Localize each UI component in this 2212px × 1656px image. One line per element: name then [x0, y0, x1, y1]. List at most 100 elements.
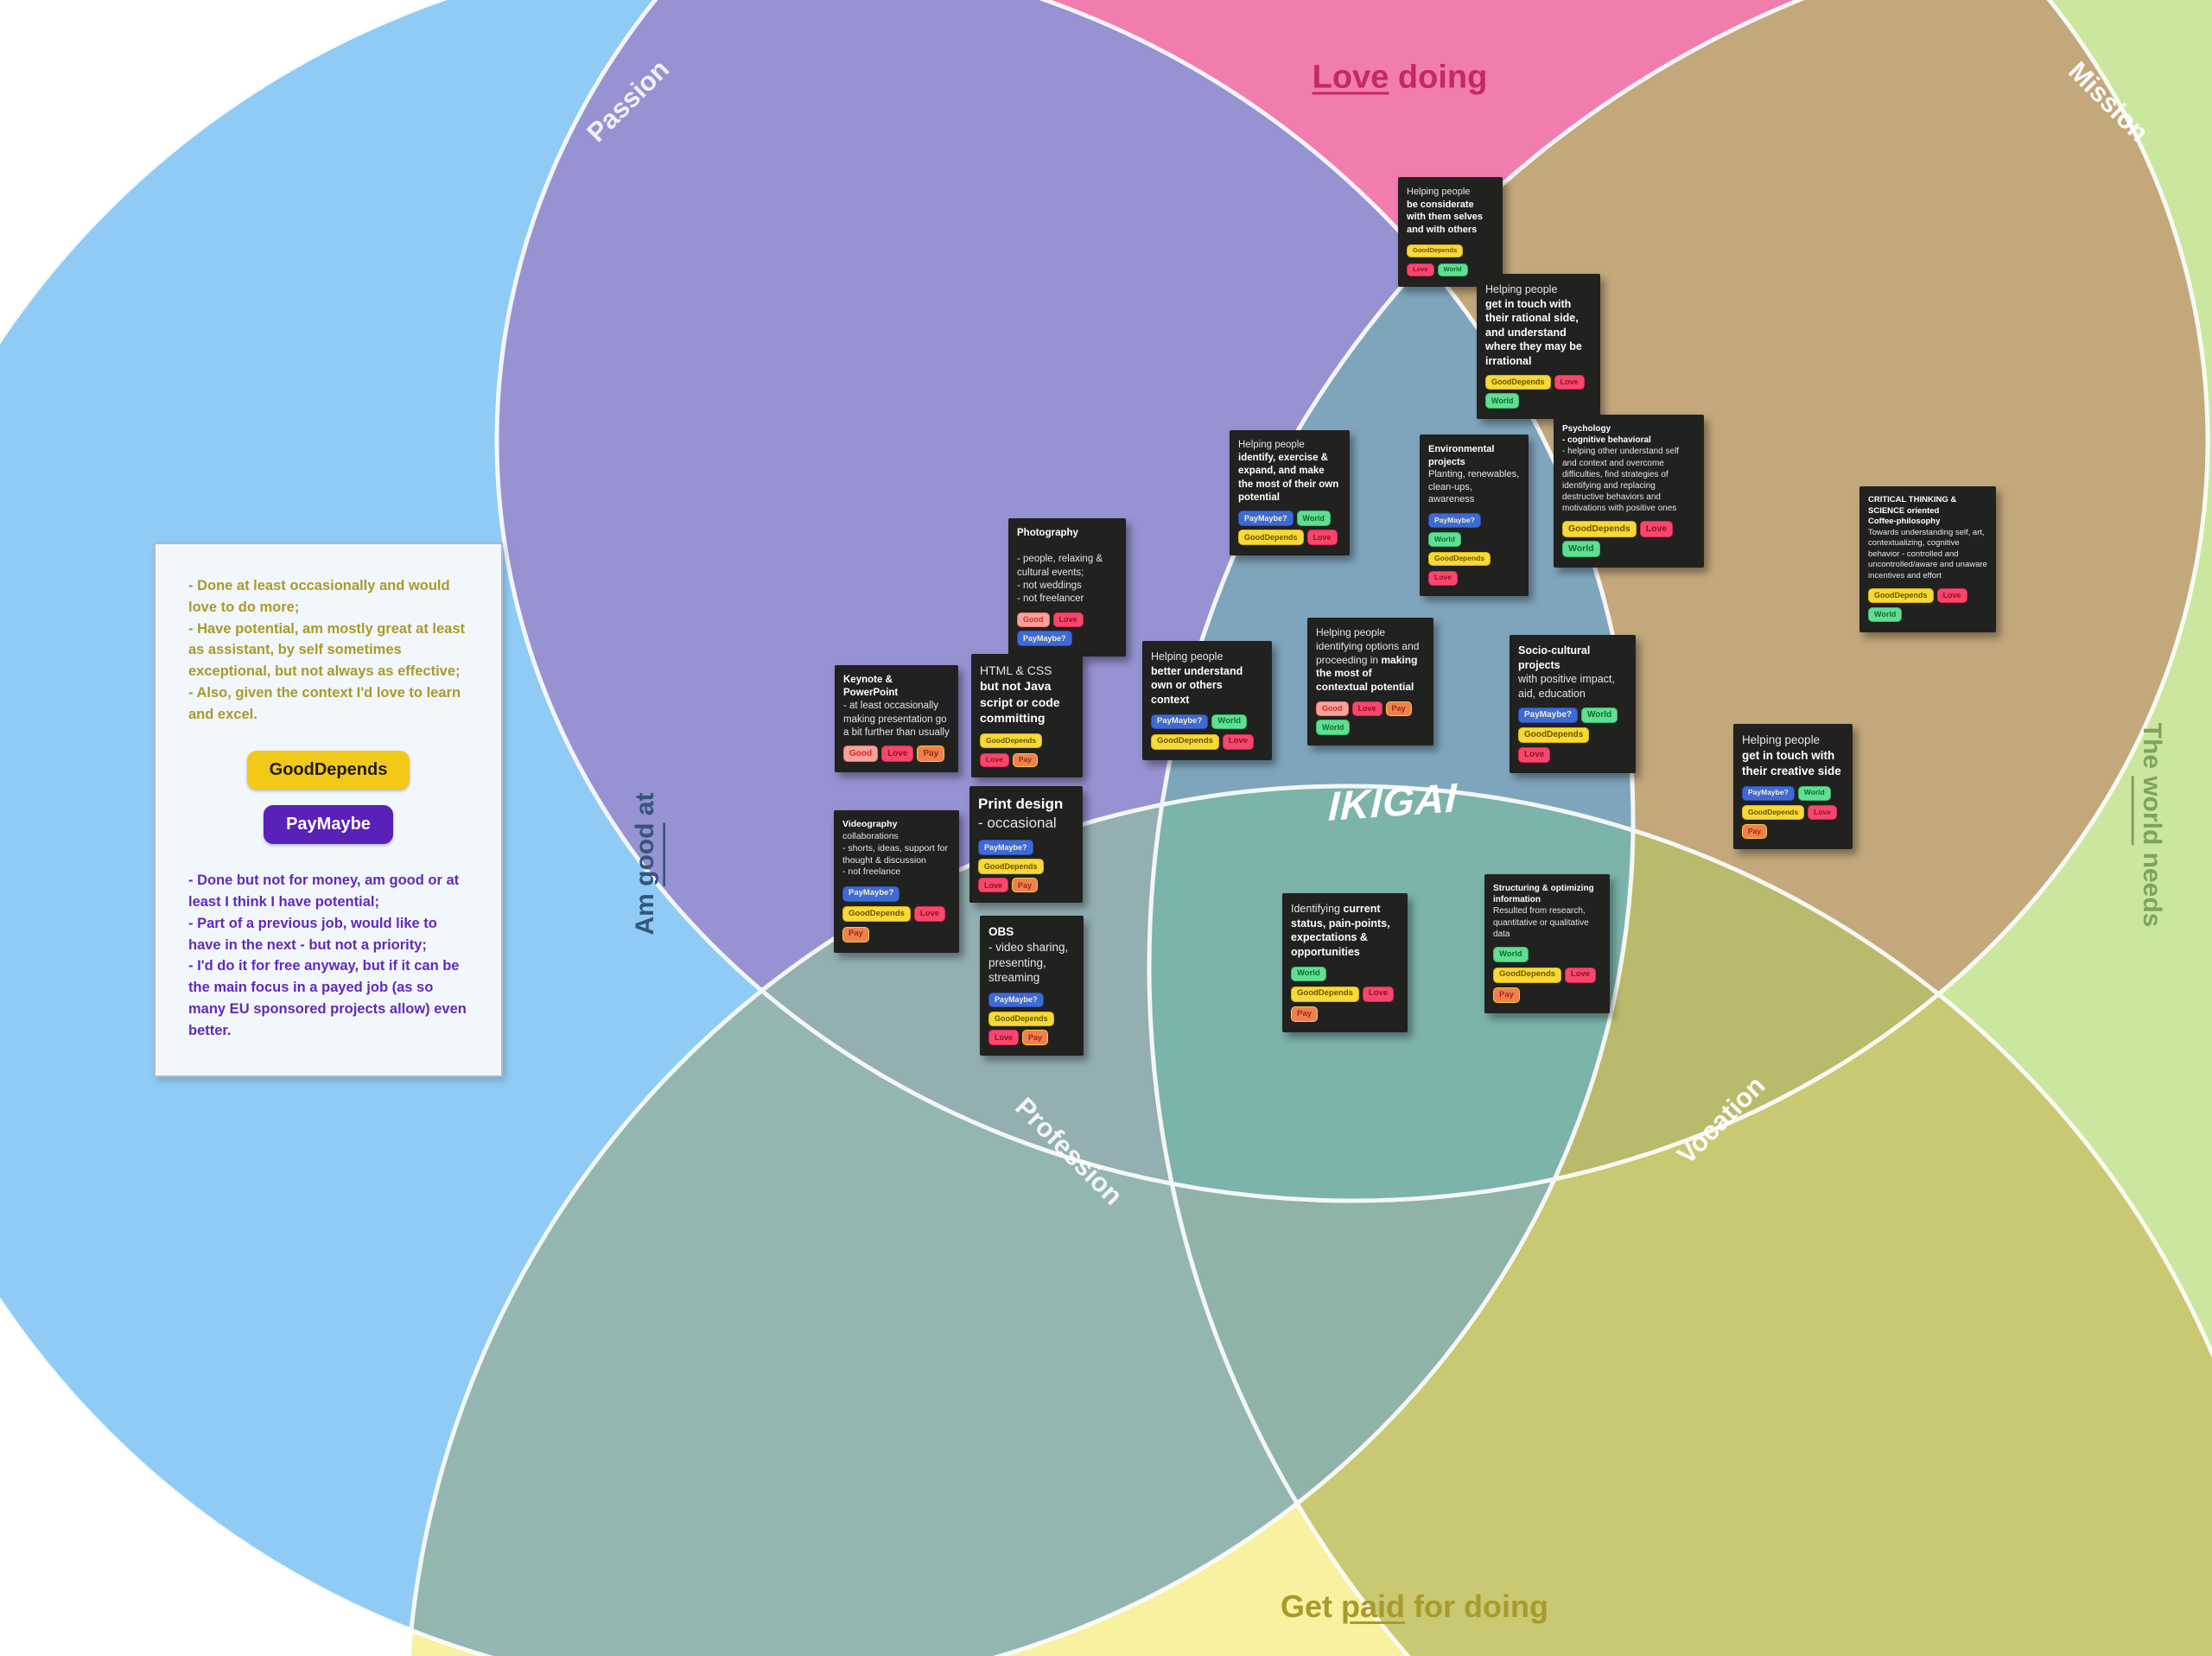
tag-paymaybe[interactable]: PayMaybe? [1518, 707, 1579, 723]
tag-paymaybe[interactable]: PayMaybe? [1428, 513, 1481, 528]
tag-love[interactable]: Love [1362, 986, 1395, 1002]
tag-world[interactable]: World [1562, 540, 1600, 557]
sticky-card-considerate[interactable]: Helping people be considerate with them … [1398, 177, 1503, 288]
tag-pay[interactable]: Pay [1742, 824, 1768, 840]
tag-paymaybe[interactable]: PayMaybe? [842, 885, 900, 902]
tag-love[interactable]: Love [1052, 612, 1084, 627]
tag-love[interactable]: Love [1518, 746, 1551, 763]
tag-world[interactable]: World [1485, 393, 1520, 409]
tag-world[interactable]: World [1211, 714, 1248, 730]
tag-love[interactable]: Love [980, 752, 1009, 768]
tag-paymaybe[interactable]: PayMaybe? [1151, 714, 1209, 730]
tag-love[interactable]: Love [1222, 733, 1255, 750]
sticky-card-html-css[interactable]: HTML & CSS but not Java script or code c… [971, 654, 1083, 778]
tag-paymaybe[interactable]: PayMaybe? [978, 840, 1033, 855]
tag-world[interactable]: World [1437, 263, 1468, 277]
tag-pay[interactable]: Pay [1012, 752, 1038, 768]
tag-love[interactable]: Love [1564, 967, 1597, 983]
tag-love[interactable]: Love [1351, 701, 1382, 716]
sticky-card-creative-side[interactable]: Helping people get in touch with their c… [1733, 724, 1853, 850]
tag-gooddepends[interactable]: GoodDepends [978, 859, 1044, 874]
tag-gooddepends[interactable]: GoodDepends [1562, 520, 1637, 537]
tag-world[interactable]: World [1291, 966, 1326, 982]
sticky-card-structuring-information[interactable]: Structuring & optimizing information Res… [1484, 874, 1610, 1014]
tag-paymaybe[interactable]: PayMaybe? [988, 992, 1044, 1008]
tag-world[interactable]: World [1296, 511, 1331, 526]
tag-pay[interactable]: Pay [1022, 1030, 1049, 1045]
tag-gooddepends[interactable]: GoodDepends [1291, 986, 1359, 1002]
card-text: Socio-cultural projects with positive im… [1518, 644, 1615, 700]
sticky-card-keynote-powerpoint[interactable]: Keynote & PowerPoint - at least occasion… [835, 665, 958, 772]
sticky-card-critical-thinking[interactable]: CRITICAL THINKING & SCIENCE oriented Cof… [1859, 486, 1996, 632]
sticky-card-contextual-potential[interactable]: Helping people identifying options and p… [1307, 618, 1433, 746]
tag-gooddepends[interactable]: GoodDepends [842, 906, 911, 923]
tag-pay[interactable]: Pay [917, 746, 945, 762]
tag-love[interactable]: Love [988, 1030, 1020, 1045]
tag-world[interactable]: World [1428, 532, 1461, 548]
sticky-card-socio-cultural[interactable]: Socio-cultural projects with positive im… [1510, 635, 1636, 773]
tag-paymaybe[interactable]: PayMaybe? [1238, 511, 1294, 526]
tag-world[interactable]: World [1493, 947, 1529, 963]
sticky-card-identify-expand[interactable]: Helping people identify, exercise & expa… [1230, 430, 1350, 555]
gooddepends-button[interactable]: GoodDepends [246, 751, 410, 790]
tag-love[interactable]: Love [1808, 805, 1837, 820]
tag-gooddepends[interactable]: GoodDepends [988, 1011, 1054, 1026]
tag-paymaybe[interactable]: PayMaybe? [1017, 631, 1072, 646]
tag-row: World [1493, 946, 1601, 966]
sticky-card-photography[interactable]: Photography - people, relaxing & cultura… [1008, 518, 1126, 657]
tag-gooddepends[interactable]: GoodDepends [1868, 587, 1934, 604]
tag-world[interactable]: World [1868, 606, 1903, 622]
sticky-card-print-design[interactable]: Print design - occasional PayMaybe? GoodD… [969, 786, 1083, 904]
tag-pay[interactable]: Pay [1493, 987, 1520, 1004]
sticky-card-videography[interactable]: Videography collaborations - shorts, ide… [834, 810, 959, 953]
tag-love[interactable]: Love [1554, 374, 1585, 390]
tag-world[interactable]: World [1797, 785, 1831, 801]
tag-pay[interactable]: Pay [1291, 1006, 1318, 1023]
tag-gooddepends[interactable]: GoodDepends [1428, 551, 1491, 567]
sticky-card-psychology[interactable]: Psychology - cognitive behavioral - help… [1554, 415, 1704, 568]
sticky-card-current-status[interactable]: Identifying current status, pain-points,… [1282, 893, 1408, 1033]
card-text: Print design - occasional [978, 796, 1064, 832]
tag-pay[interactable]: Pay [842, 926, 869, 942]
tag-love[interactable]: Love [978, 878, 1009, 893]
tag-gooddepends[interactable]: GoodDepends [1407, 244, 1464, 258]
tag-gooddepends[interactable]: GoodDepends [1742, 805, 1805, 820]
card-text: Helping people identifying options and p… [1316, 626, 1420, 694]
sticky-card-rational[interactable]: Helping people get in touch with their r… [1477, 274, 1600, 419]
tag-pay[interactable]: Pay [1012, 878, 1039, 893]
sticky-card-obs[interactable]: OBS - video sharing, presenting, streami… [980, 916, 1084, 1056]
sticky-card-better-understand[interactable]: Helping people better understand own or … [1142, 641, 1272, 760]
tag-gooddepends[interactable]: GoodDepends [1238, 530, 1304, 545]
tag-love[interactable]: Love [1639, 520, 1674, 537]
tag-world[interactable]: World [1581, 707, 1618, 723]
label-love-doing: Love doing [1312, 59, 1488, 96]
tag-love[interactable]: Love [1407, 263, 1434, 277]
tag-good[interactable]: Good [1017, 612, 1050, 627]
tag-gooddepends[interactable]: GoodDepends [1518, 726, 1590, 743]
card-text: Photography - people, relaxing & cultura… [1017, 528, 1103, 604]
tag-pay[interactable]: Pay [1385, 701, 1412, 716]
tag-gooddepends[interactable]: GoodDepends [1151, 733, 1219, 750]
tag-world[interactable]: World [1316, 720, 1351, 735]
tag-good[interactable]: Good [1316, 701, 1349, 716]
tag-good[interactable]: Good [843, 746, 879, 762]
sticky-card-environmental[interactable]: Environmental projects Planting, renewab… [1420, 435, 1529, 596]
tag-gooddepends[interactable]: GoodDepends [1485, 374, 1551, 390]
paymaybe-button[interactable]: PayMaybe [264, 805, 393, 845]
tag-gooddepends[interactable]: GoodDepends [1493, 967, 1561, 983]
tag-love[interactable]: Love [1428, 570, 1458, 586]
tag-love[interactable]: Love [1936, 587, 1967, 604]
tag-love[interactable]: Love [1306, 530, 1338, 545]
tag-love[interactable]: Love [881, 746, 914, 762]
tag-paymaybe[interactable]: PayMaybe? [1742, 785, 1795, 801]
tag-gooddepends[interactable]: GoodDepends [980, 733, 1043, 749]
tag-love[interactable]: Love [913, 906, 946, 923]
